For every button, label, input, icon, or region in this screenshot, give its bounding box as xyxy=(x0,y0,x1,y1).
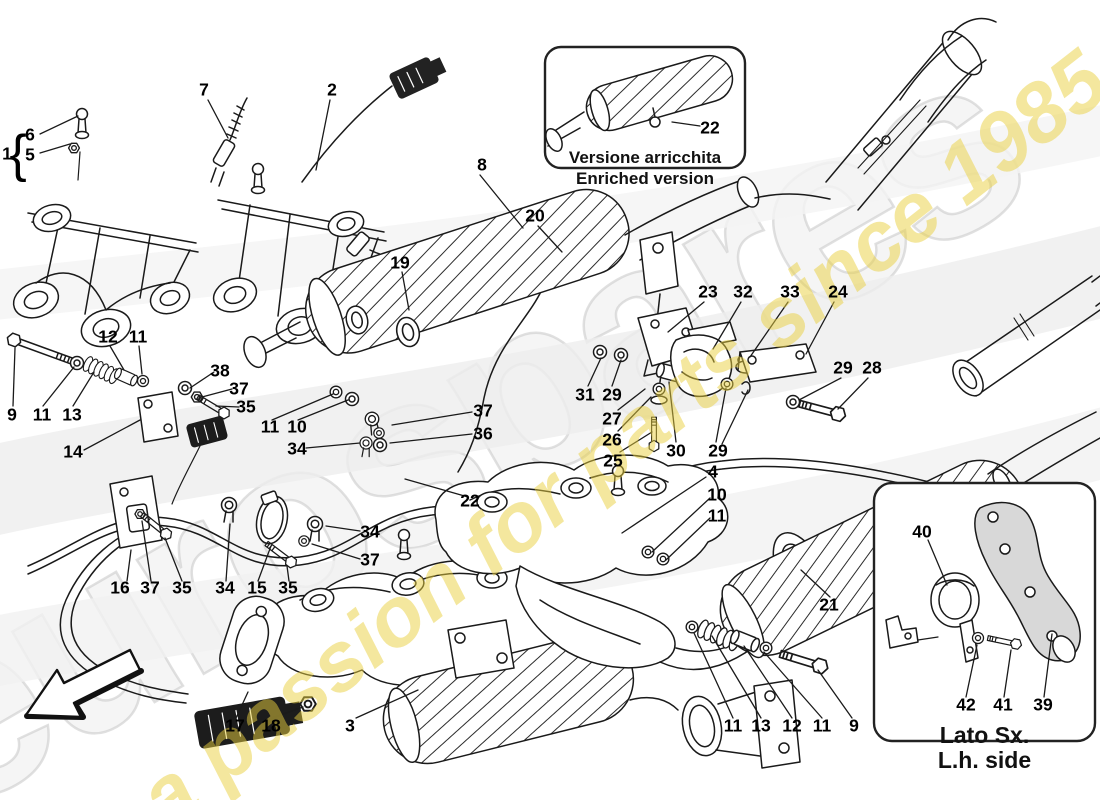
silencer-mount-assembly xyxy=(592,307,848,453)
inset-lh-side xyxy=(872,481,1097,743)
spring-bolt-row-left xyxy=(4,331,150,388)
tail-pipe-fragment xyxy=(952,275,1100,397)
washer-11 xyxy=(329,385,343,399)
sensor-cable-connector xyxy=(301,57,447,183)
washer-10 xyxy=(344,391,360,407)
band-clamp-group xyxy=(220,490,324,571)
oxygen-sensor-front xyxy=(210,97,248,187)
connector-bracket xyxy=(109,475,175,549)
direction-arrow-icon xyxy=(24,648,144,720)
manifold-catalyst-center xyxy=(434,454,781,671)
sensor-bracket xyxy=(137,391,228,505)
leader-lines xyxy=(12,99,1053,719)
tail-pipe-upper xyxy=(825,17,997,211)
front-silencer xyxy=(243,176,831,369)
exhaust-manifold-left xyxy=(12,107,199,348)
manifold-catalyst-left xyxy=(260,528,801,769)
gasket-and-nut xyxy=(219,595,317,712)
inset-enriched-version xyxy=(543,45,747,170)
